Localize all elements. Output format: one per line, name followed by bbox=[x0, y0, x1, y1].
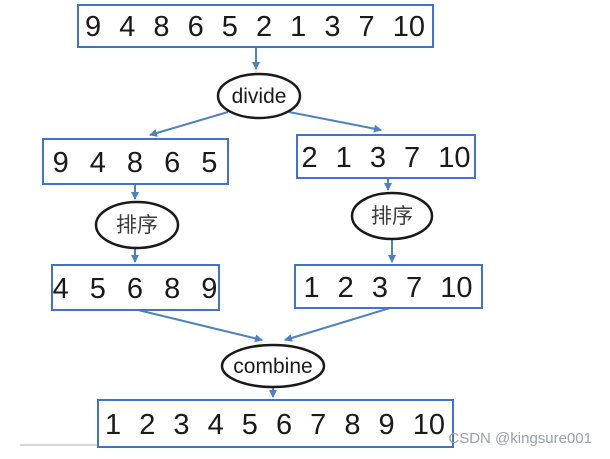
combine-label: combine bbox=[233, 355, 312, 378]
divide-ellipse bbox=[216, 72, 302, 120]
right-half-box bbox=[296, 134, 476, 179]
input-array-values: 9 4 8 6 5 2 1 3 7 10 bbox=[85, 11, 425, 43]
right-sorted-values: 1 2 3 7 10 bbox=[304, 272, 473, 304]
csdn-watermark: CSDN @kingsure001 bbox=[448, 430, 592, 447]
sort-left-label: 排序 bbox=[116, 214, 158, 237]
node-combine: combine bbox=[220, 343, 326, 389]
node-input-array: 9 4 8 6 5 2 1 3 7 10 bbox=[77, 4, 434, 48]
left-sorted-box bbox=[51, 264, 220, 311]
node-sort-left: 排序 bbox=[94, 200, 180, 250]
divide-label: divide bbox=[232, 85, 287, 108]
left-half-box bbox=[42, 138, 229, 185]
combine-ellipse bbox=[220, 343, 326, 389]
left-sorted-values: 4 5 6 8 9 bbox=[53, 273, 218, 305]
right-sorted-box bbox=[294, 264, 483, 309]
node-sort-right: 排序 bbox=[350, 191, 434, 241]
arrow-right-sorted-to-combine bbox=[284, 307, 391, 342]
input-array-box bbox=[77, 4, 434, 48]
sort-right-ellipse bbox=[350, 191, 434, 241]
result-array-box bbox=[97, 399, 454, 448]
result-array-values: 1 2 3 4 5 6 7 8 9 10 bbox=[105, 409, 445, 441]
node-divide: divide bbox=[216, 72, 302, 120]
sort-right-label: 排序 bbox=[371, 205, 413, 228]
arrow-left-sorted-to-combine bbox=[137, 309, 263, 343]
node-left-sorted: 4 5 6 8 9 bbox=[51, 264, 220, 311]
arrow-divide-to-left-half bbox=[149, 111, 229, 137]
left-half-values: 9 4 8 6 5 bbox=[53, 147, 218, 179]
right-half-values: 2 1 3 7 10 bbox=[302, 142, 471, 174]
node-right-sorted: 1 2 3 7 10 bbox=[294, 264, 483, 309]
node-left-half: 9 4 8 6 5 bbox=[42, 138, 229, 185]
arrow-divide-to-right-half bbox=[288, 111, 382, 133]
node-result-array: 1 2 3 4 5 6 7 8 9 10 bbox=[97, 399, 454, 448]
node-right-half: 2 1 3 7 10 bbox=[296, 134, 476, 179]
sort-left-ellipse bbox=[94, 200, 180, 250]
